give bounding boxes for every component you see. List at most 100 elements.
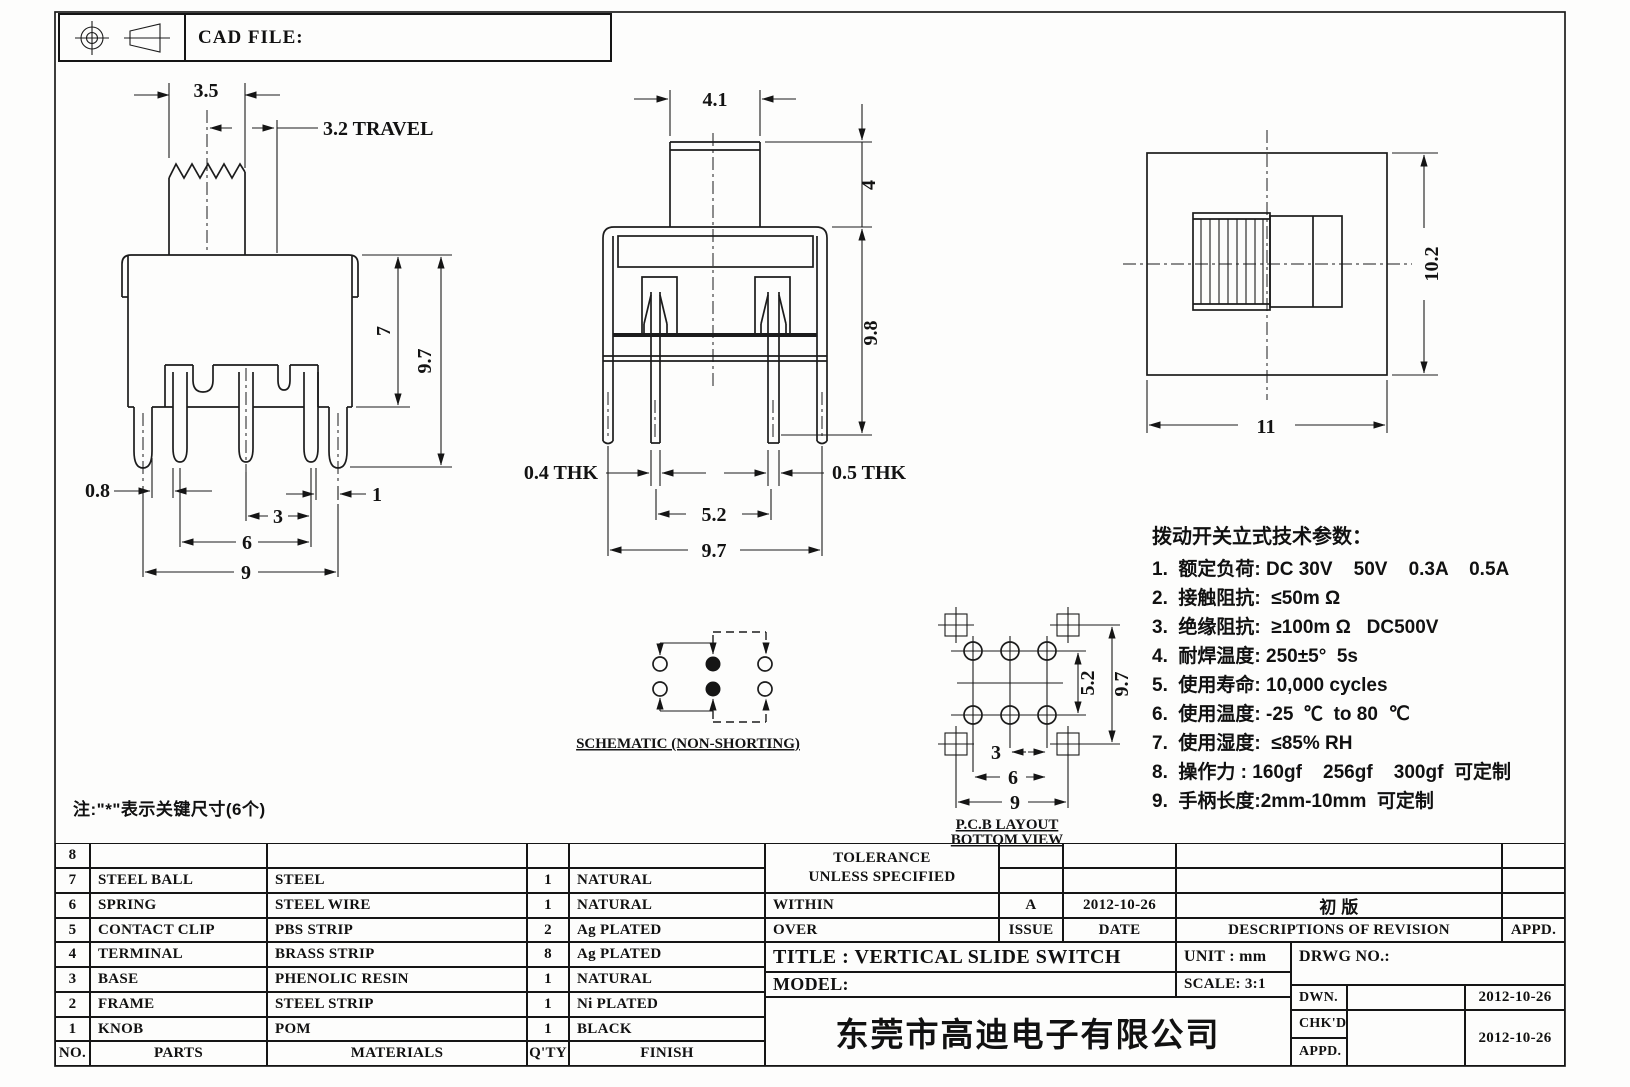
spec-item: 6. 使用温度: -25 ℃ to 80 ℃ — [1152, 704, 1410, 725]
dim-front-1: 1 — [372, 484, 382, 506]
dim-front-body-height: 7 — [373, 326, 395, 336]
bom-cell: 1 — [527, 992, 569, 1017]
empty-cell — [1063, 843, 1176, 868]
spec-item: 2. 接触阻抗: ≤50m Ω — [1152, 588, 1341, 609]
bom-cell: 1 — [527, 868, 569, 893]
bom-cell: TERMINAL — [90, 942, 267, 967]
bom-cell: 2 — [527, 918, 569, 942]
sheet-border — [54, 11, 1566, 1067]
bom-cell: STEEL STRIP — [267, 992, 527, 1017]
issue-header: ISSUE — [999, 918, 1063, 942]
dim-pcb-52: 5.2 — [1077, 671, 1099, 696]
bom-cell: 8 — [527, 942, 569, 967]
cad-file-strip: CAD FILE: — [58, 13, 612, 62]
spec-item: 3. 绝缘阻抗: ≥100m Ω DC500V — [1152, 617, 1439, 638]
top-view-linework — [1123, 130, 1412, 400]
spec-item: 8. 操作力 : 160gf 256gf 300gf 可定制 — [1152, 762, 1511, 783]
dwn-label: DWN. — [1291, 985, 1347, 1010]
schematic-label: SCHEMATIC (NON-SHORTING) — [576, 736, 800, 752]
bom-header-parts: PARTS — [90, 1041, 267, 1066]
bom-cell: FRAME — [90, 992, 267, 1017]
empty-cell — [999, 843, 1063, 868]
front-view-linework — [121, 110, 359, 482]
bom-cell: BRASS STRIP — [267, 942, 527, 967]
company-name: 东莞市高迪电子有限公司 — [765, 997, 1291, 1066]
chkd-label: CHK'D — [1291, 1010, 1347, 1038]
title-block: 8 7 STEEL BALL STEEL 1 NATURAL 6 SPRING … — [55, 843, 1565, 1066]
empty-cell — [1502, 868, 1565, 893]
bom-cell: 1 — [55, 1017, 90, 1041]
date-header: DATE — [1063, 918, 1176, 942]
front-view-dimensions — [114, 83, 452, 577]
bom-cell: STEEL BALL — [90, 868, 267, 893]
spec-item: 7. 使用湿度: ≤85% RH — [1152, 733, 1353, 754]
spec-item: 1. 额定负荷: DC 30V 50V 0.3A 0.5A — [1152, 559, 1510, 580]
bom-cell — [267, 843, 527, 868]
scale-field: SCALE: 3:1 — [1176, 972, 1291, 997]
bom-cell: 7 — [55, 868, 90, 893]
appd-label: APPD. — [1291, 1038, 1347, 1066]
dim-side-knob-height: 4 — [858, 180, 880, 190]
dim-front-9: 9 — [241, 562, 251, 584]
schematic-linework — [652, 631, 773, 723]
cone-projection-icon — [124, 22, 170, 53]
bom-cell: Ag PLATED — [569, 942, 765, 967]
empty-cell — [999, 868, 1063, 893]
rev-date: 2012-10-26 — [1063, 893, 1176, 918]
bom-header-qty: Q'TY — [527, 1041, 569, 1066]
bom-cell: 4 — [55, 942, 90, 967]
top-view-dimensions — [1146, 152, 1438, 433]
dim-side-pin-span: 5.2 — [702, 504, 727, 526]
rev-desc: 初 版 — [1176, 893, 1502, 918]
dim-front-3: 3 — [273, 506, 283, 528]
bom-cell: CONTACT CLIP — [90, 918, 267, 942]
bom-cell: Ni PLATED — [569, 992, 765, 1017]
bom-cell — [90, 843, 267, 868]
dim-front-total-height: 9.7 — [414, 349, 436, 374]
bom-cell: 6 — [55, 893, 90, 918]
dwn-date: 2012-10-26 — [1465, 985, 1565, 1010]
bom-cell: PBS STRIP — [267, 918, 527, 942]
empty-cell — [1176, 868, 1502, 893]
bom-cell: SPRING — [90, 893, 267, 918]
dim-pcb-9: 9 — [1010, 792, 1020, 814]
drwg-no-field: DRWG NO.: — [1291, 942, 1565, 985]
bom-cell: POM — [267, 1017, 527, 1041]
bom-cell: 8 — [55, 843, 90, 868]
key-dimension-note: 注:"*"表示关键尺寸(6个) — [73, 800, 266, 819]
bom-cell: 3 — [55, 967, 90, 992]
pcb-label-bottom-view: BOTTOM VIEW — [951, 832, 1063, 848]
pcb-linework — [938, 607, 1086, 772]
chkd-date: 2012-10-26 — [1465, 1010, 1565, 1066]
spec-item: 5. 使用寿命: 10,000 cycles — [1152, 675, 1388, 696]
cad-file-label: CAD FILE: — [198, 26, 304, 48]
bom-cell: PHENOLIC RESIN — [267, 967, 527, 992]
bom-cell: STEEL WIRE — [267, 893, 527, 918]
bom-cell: Ag PLATED — [569, 918, 765, 942]
side-view-linework — [602, 133, 828, 445]
bom-header-materials: MATERIALS — [267, 1041, 527, 1066]
bom-cell: STEEL — [267, 868, 527, 893]
dim-pcb-3: 3 — [991, 742, 1001, 764]
bom-cell — [569, 843, 765, 868]
dim-pcb-6: 6 — [1008, 767, 1018, 789]
pcb-label-layout: P.C.B LAYOUT — [956, 817, 1059, 833]
bom-header-no: NO. — [55, 1041, 90, 1066]
spec-item: 4. 耐焊温度: 250±5° 5s — [1152, 646, 1358, 667]
dim-front-knob-width: 3.5 — [194, 80, 219, 102]
within-label: WITHIN — [765, 893, 999, 918]
bom-cell: 1 — [527, 893, 569, 918]
bom-cell: NATURAL — [569, 868, 765, 893]
bom-cell: 1 — [527, 967, 569, 992]
bom-cell: BLACK — [569, 1017, 765, 1041]
dim-side-leg-span: 9.7 — [702, 540, 727, 562]
bom-cell: NATURAL — [569, 893, 765, 918]
empty-cell — [1502, 893, 1565, 918]
empty-cell — [1063, 868, 1176, 893]
side-view-dimensions — [606, 90, 872, 556]
dim-front-travel: 3.2 TRAVEL — [323, 118, 433, 140]
bom-cell: KNOB — [90, 1017, 267, 1041]
empty-cell — [1347, 1010, 1465, 1066]
